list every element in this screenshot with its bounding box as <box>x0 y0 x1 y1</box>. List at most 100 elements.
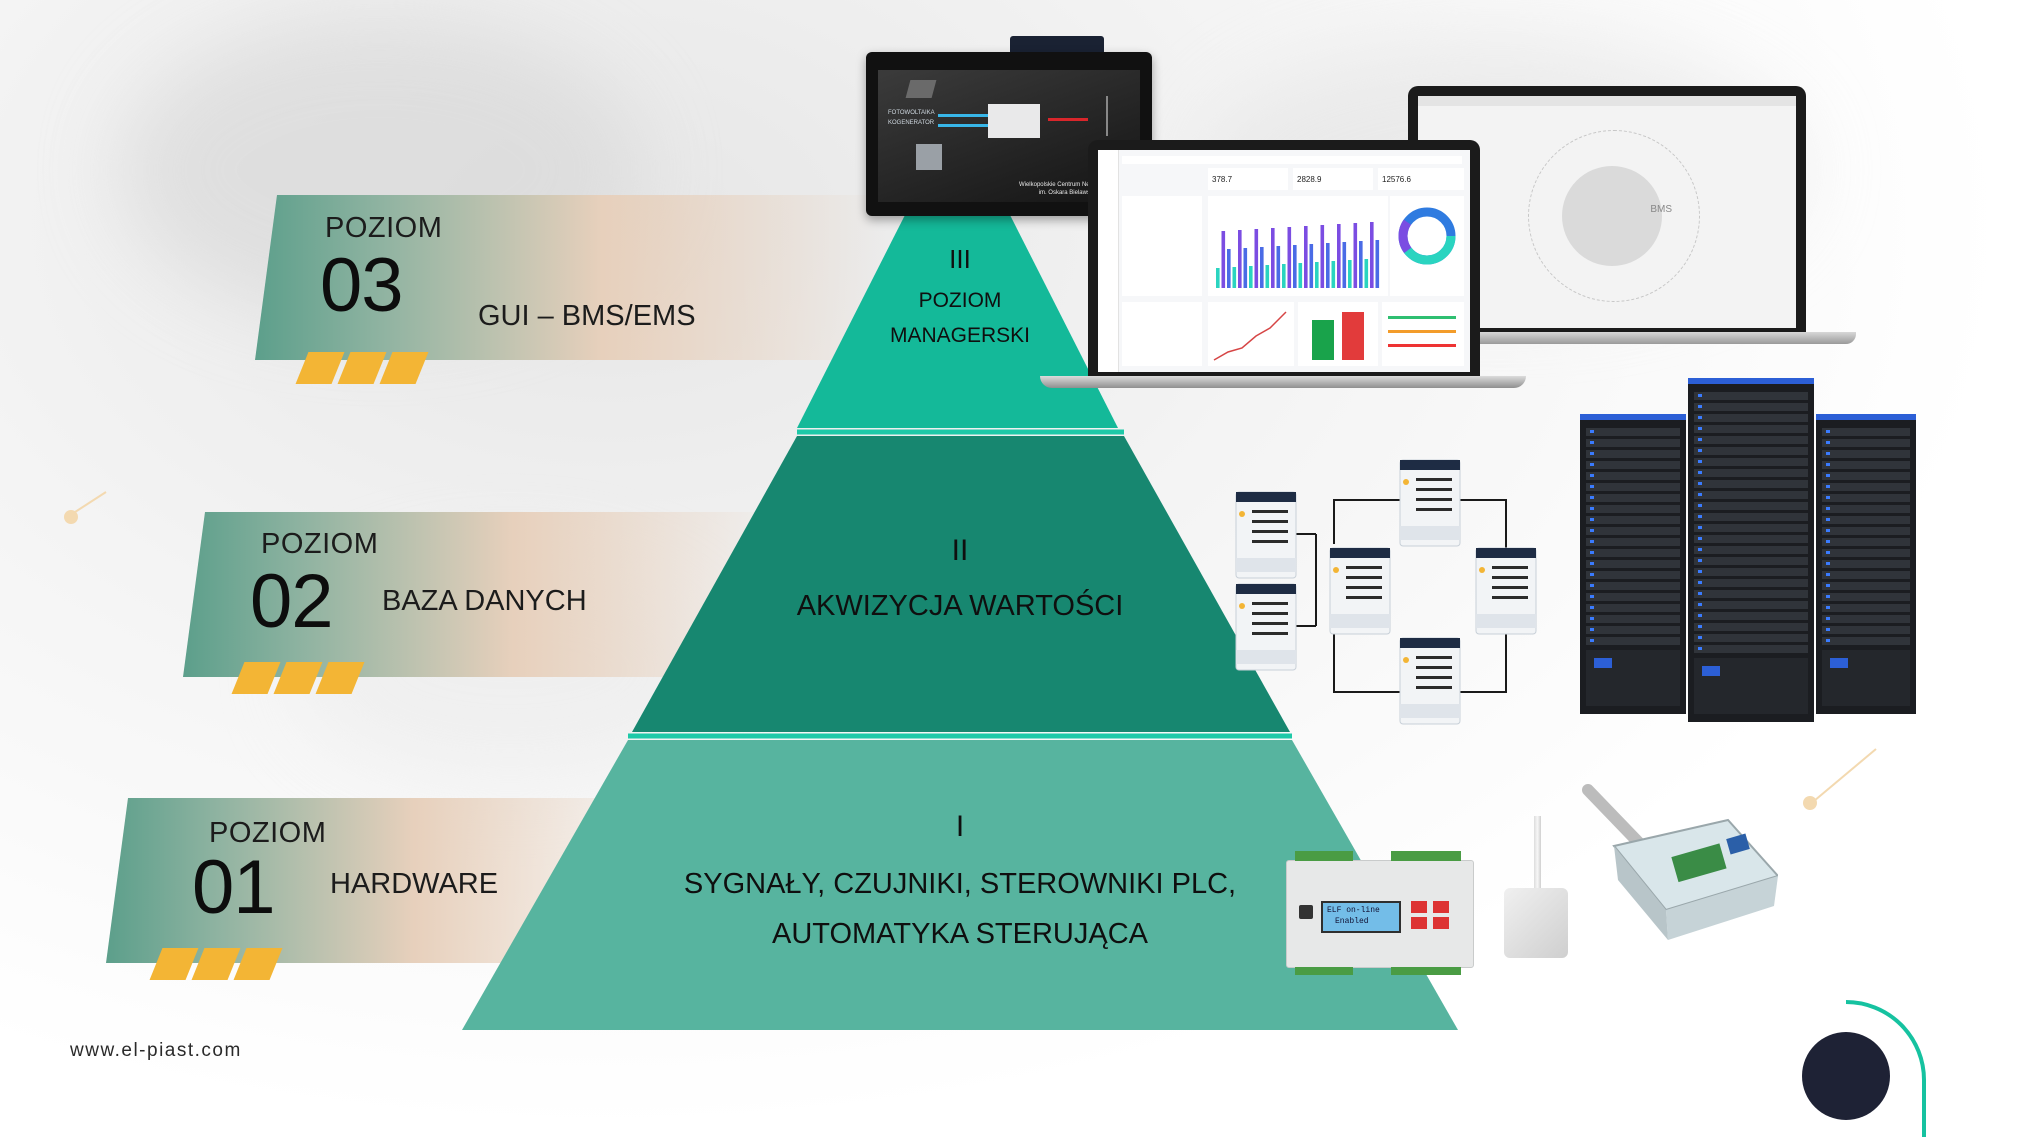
terminal-block <box>1391 851 1461 861</box>
mini-bar <box>1265 265 1270 288</box>
server-card <box>1235 583 1297 671</box>
middle-tier-numeral: II <box>951 534 969 567</box>
level-03-band <box>255 195 885 360</box>
flow-line <box>938 124 988 127</box>
flow-line <box>938 114 988 117</box>
menu-bar <box>1418 96 1796 106</box>
dashboard-screen: 378.7 2828.9 12576.6 <box>1098 150 1470 372</box>
monitor-row1: FOTOWOLTAIKA <box>888 110 935 116</box>
server-racks <box>1580 378 1916 722</box>
kpi-value-3: 12576.6 <box>1382 175 1411 184</box>
mini-bar <box>1260 247 1264 288</box>
solar-panel-icon <box>905 80 937 98</box>
server-card <box>1475 547 1537 635</box>
mini-bar <box>1227 249 1231 288</box>
mini-bar <box>1342 242 1347 288</box>
mini-bar <box>1348 260 1352 288</box>
bottom-tier-line1: SYGNAŁY, CZUJNIKI, STEROWNIKI PLC, <box>683 868 1237 900</box>
donut-chart-panel <box>1390 196 1464 296</box>
mini-bar <box>1216 268 1220 288</box>
terminal-block <box>1295 967 1353 975</box>
monitor-camera <box>1010 36 1104 54</box>
level-01-label: POZIOM <box>209 817 327 849</box>
terminal-block <box>1391 967 1461 975</box>
level-02-number: 02 <box>250 559 334 644</box>
bottom-tier-line2: AUTOMATYKA STERUJĄCA <box>772 918 1148 950</box>
plc-button <box>1433 917 1449 929</box>
mini-bar <box>1221 231 1226 288</box>
decor-dot <box>1803 796 1817 810</box>
level-01-number: 01 <box>192 845 276 930</box>
pyramid-bottom-tier <box>462 740 1458 1030</box>
temperature-sensor <box>1504 888 1568 958</box>
building-icon <box>988 104 1040 138</box>
mini-bar <box>1282 264 1286 288</box>
duct-sensor <box>1582 784 1778 940</box>
pyramid-middle-tier <box>632 436 1290 732</box>
dashboard-sidebar <box>1098 150 1119 372</box>
level-03-description: GUI – BMS/EMS <box>478 300 696 332</box>
level-02-label: POZIOM <box>261 528 379 560</box>
power-pylon-icon <box>1106 96 1108 136</box>
status-bar-panel <box>1298 302 1378 366</box>
progress-panel <box>1382 302 1464 366</box>
mini-bar <box>1353 223 1358 288</box>
laptop-bms-base <box>1380 332 1856 344</box>
monitor-row2: KOGENERATOR <box>888 120 935 126</box>
usb-port <box>1299 905 1313 919</box>
pyramid-top-tier <box>797 215 1118 428</box>
mini-bar <box>1364 259 1369 288</box>
level-01-description: HARDWARE <box>330 868 499 900</box>
monitor-caption1: Wielkopolskie Centrum Neuropsychiatryczn… <box>1018 182 1138 188</box>
decor-line <box>1813 748 1877 802</box>
laptop-bms-screen: BMS <box>1418 96 1796 328</box>
mini-bar <box>1337 224 1341 288</box>
mini-bar <box>1276 246 1281 288</box>
middle-tier-line1: AKWIZYCJA WARTOŚCI <box>796 590 1124 622</box>
mini-bar <box>1249 266 1253 288</box>
sensor-probe <box>1534 816 1541 890</box>
top-tier-numeral: III <box>949 244 971 274</box>
mini-bar <box>1287 227 1292 288</box>
mini-bar <box>1375 240 1380 288</box>
kpi-value-1: 378.7 <box>1212 175 1233 184</box>
server-rack <box>1580 414 1686 714</box>
grid-flow-line <box>1048 118 1088 121</box>
mini-bar <box>1320 225 1325 288</box>
laptop-dashboard-base <box>1040 376 1526 388</box>
cogenerator-icon <box>916 144 942 170</box>
plc-button <box>1433 901 1449 913</box>
server-card <box>1399 637 1461 725</box>
server-rack <box>1688 378 1814 722</box>
mini-bar <box>1293 245 1297 288</box>
bottom-tier-numeral: I <box>955 810 965 843</box>
mini-bar <box>1326 243 1330 288</box>
mini-bar <box>1243 248 1248 288</box>
device-list-panel <box>1122 196 1202 296</box>
plc-display-line2: Enabled <box>1335 917 1369 926</box>
mini-bar <box>1370 222 1374 288</box>
level-02-description: BAZA DANYCH <box>382 585 587 617</box>
level-03-number: 03 <box>320 243 404 328</box>
database-network <box>1235 459 1537 725</box>
mini-bar <box>1232 267 1237 288</box>
mini-bar <box>1331 261 1336 288</box>
mini-bar <box>1304 226 1308 288</box>
kpi-value-2: 2828.9 <box>1297 175 1322 184</box>
decor-line <box>71 491 107 515</box>
mini-bar <box>1271 228 1275 288</box>
footer-url: www.el-piast.com <box>70 1040 242 1061</box>
kpi-card: 2828.9 <box>1293 168 1373 190</box>
mini-bar <box>1298 263 1303 288</box>
mini-bar <box>1238 230 1242 288</box>
kpi-card: 12576.6 <box>1378 168 1464 190</box>
navy-circle <box>1802 1032 1890 1120</box>
server-card <box>1329 547 1391 635</box>
server-card <box>1399 459 1461 547</box>
plc-display-line1: ELF on-line <box>1327 906 1380 915</box>
corner-decoration <box>1802 1000 1926 1137</box>
dashboard-topbar <box>1122 156 1462 164</box>
plc-button <box>1411 917 1427 929</box>
mini-bar <box>1309 244 1314 288</box>
